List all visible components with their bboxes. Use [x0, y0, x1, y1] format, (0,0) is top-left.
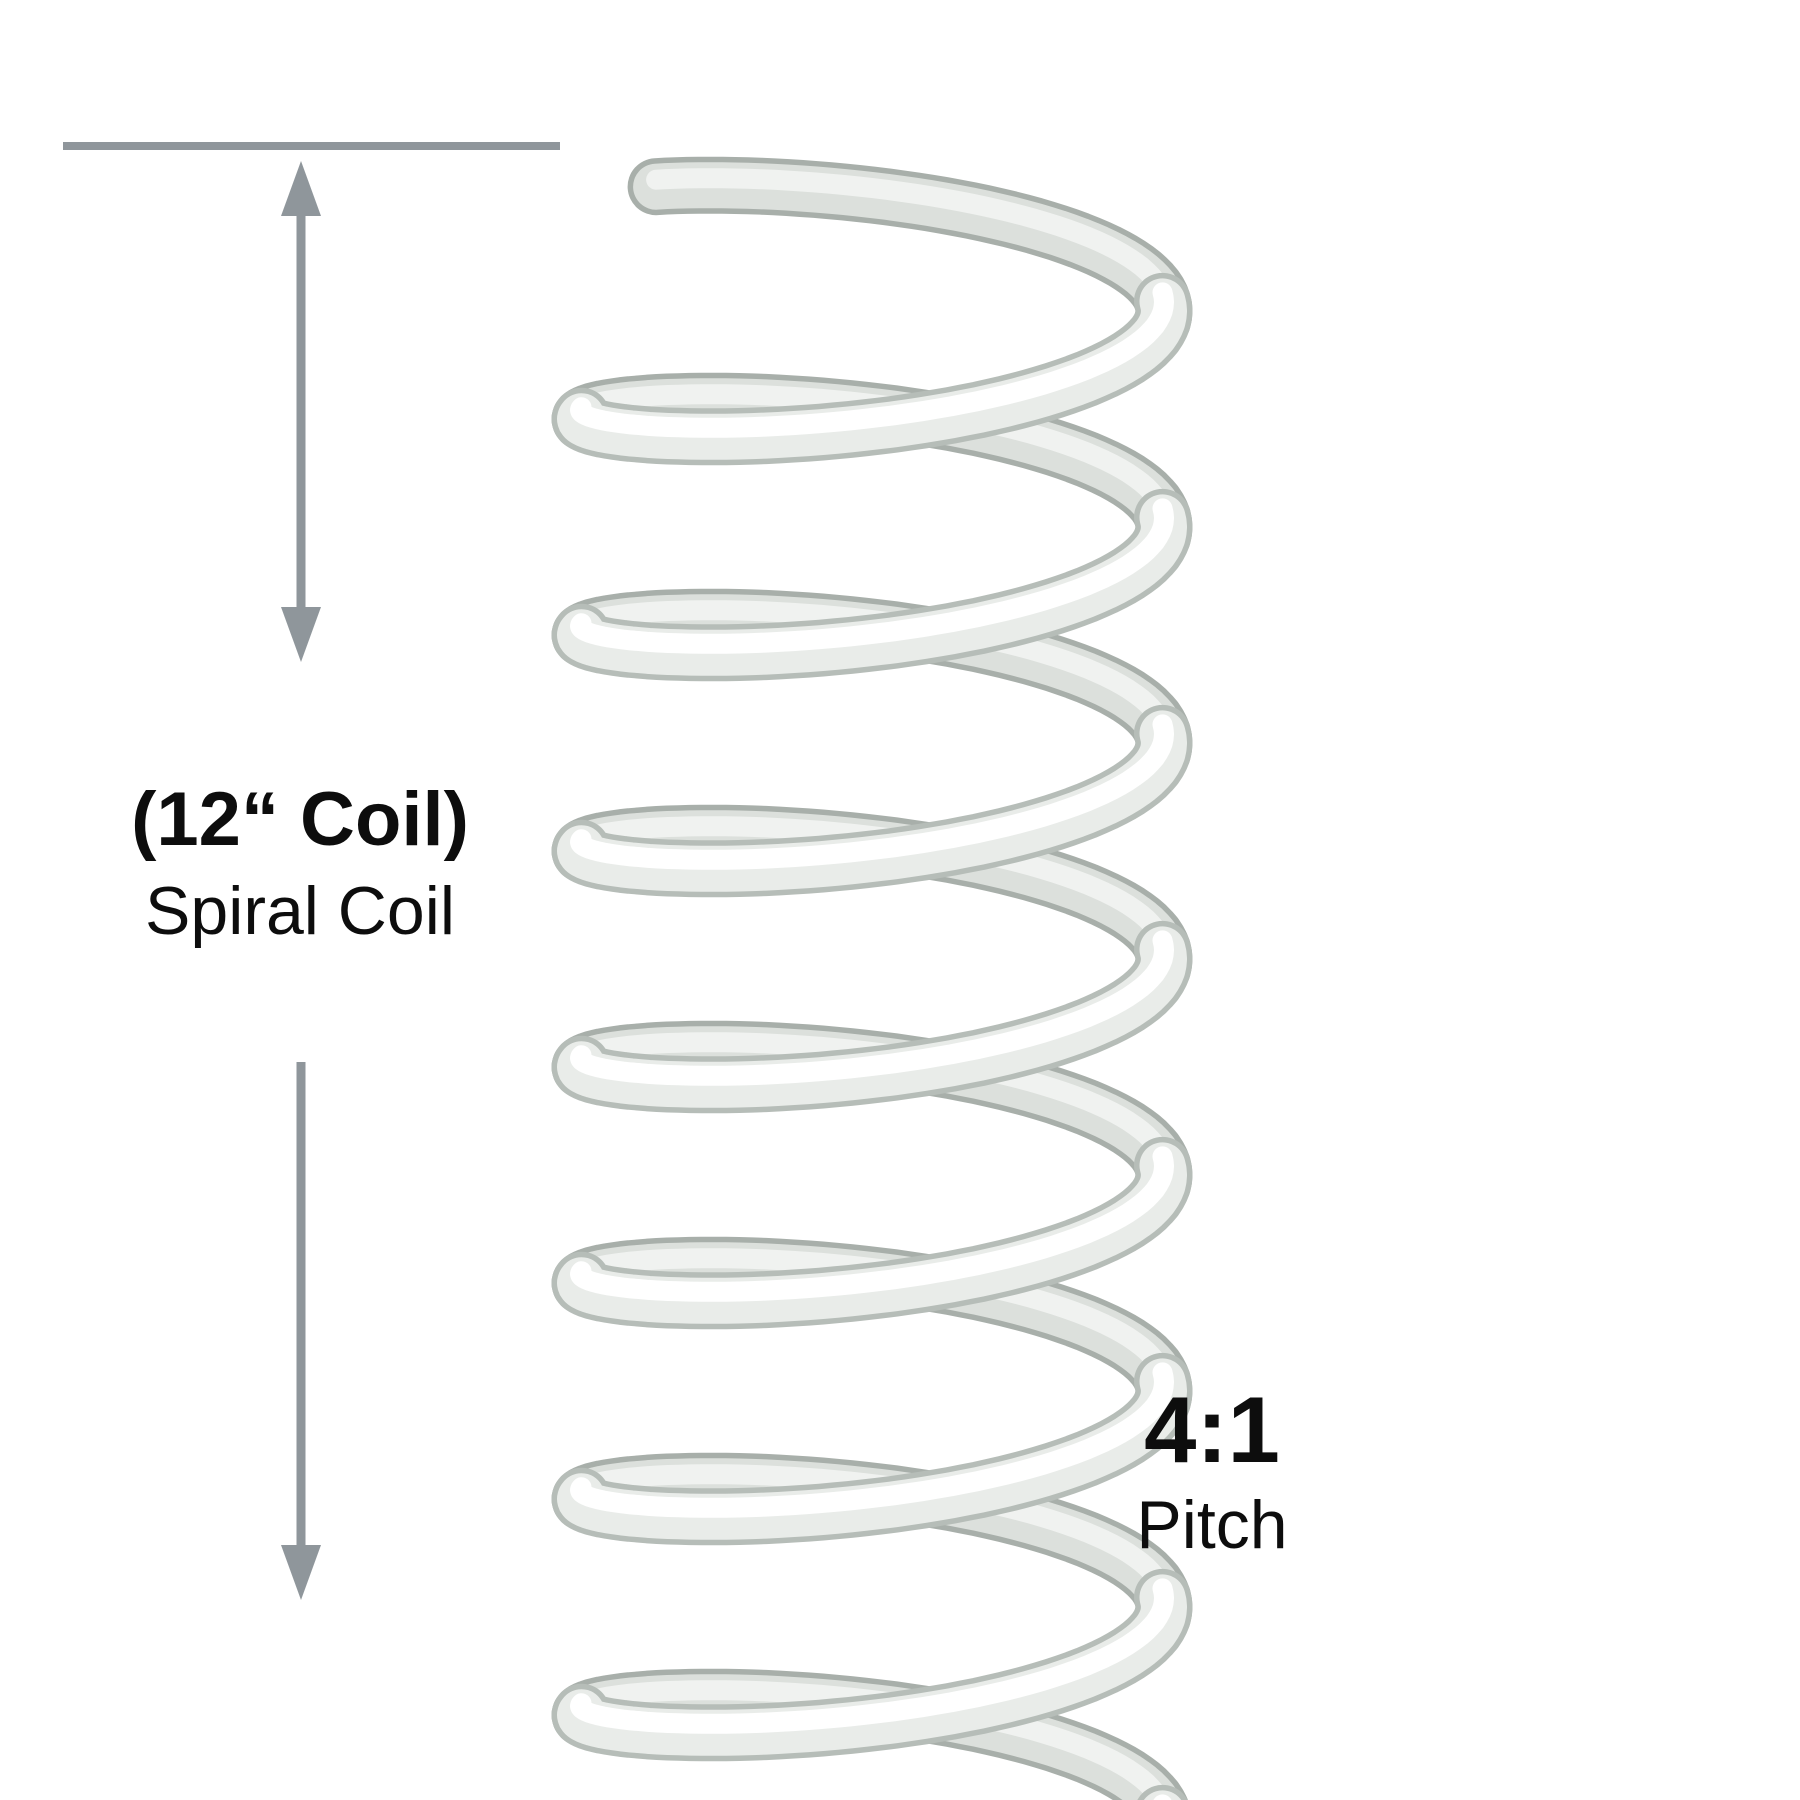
coil-size-label: (12“ Coil): [131, 777, 469, 862]
upper-arrowhead-up-icon: [281, 161, 321, 216]
dimension-annotation: [63, 142, 560, 1600]
coil-type-label: Spiral Coil: [145, 873, 455, 949]
coil-wire-highlight-front: [570, 1362, 1174, 1518]
coil-wire-highlight-front: [570, 930, 1174, 1086]
upper-arrowhead-down-icon: [281, 607, 321, 662]
coil-wire-body-back: [633, 162, 1187, 344]
spiral-coil-illustration: [551, 156, 1193, 1800]
pitch-value-label: 4:1: [1144, 1377, 1280, 1482]
pitch-name-label: Pitch: [1136, 1487, 1288, 1563]
coil-wire-highlight-back: [646, 168, 1174, 324]
coil-wire-highlight-front: [570, 1578, 1174, 1734]
lower-arrowhead-down-icon: [281, 1545, 321, 1600]
coil-wire-highlight-front: [570, 498, 1174, 654]
coil-wire-highlight-front: [570, 1146, 1174, 1302]
coil-wire-highlight-front: [570, 282, 1174, 438]
coil-wire-highlight-front: [570, 714, 1174, 870]
